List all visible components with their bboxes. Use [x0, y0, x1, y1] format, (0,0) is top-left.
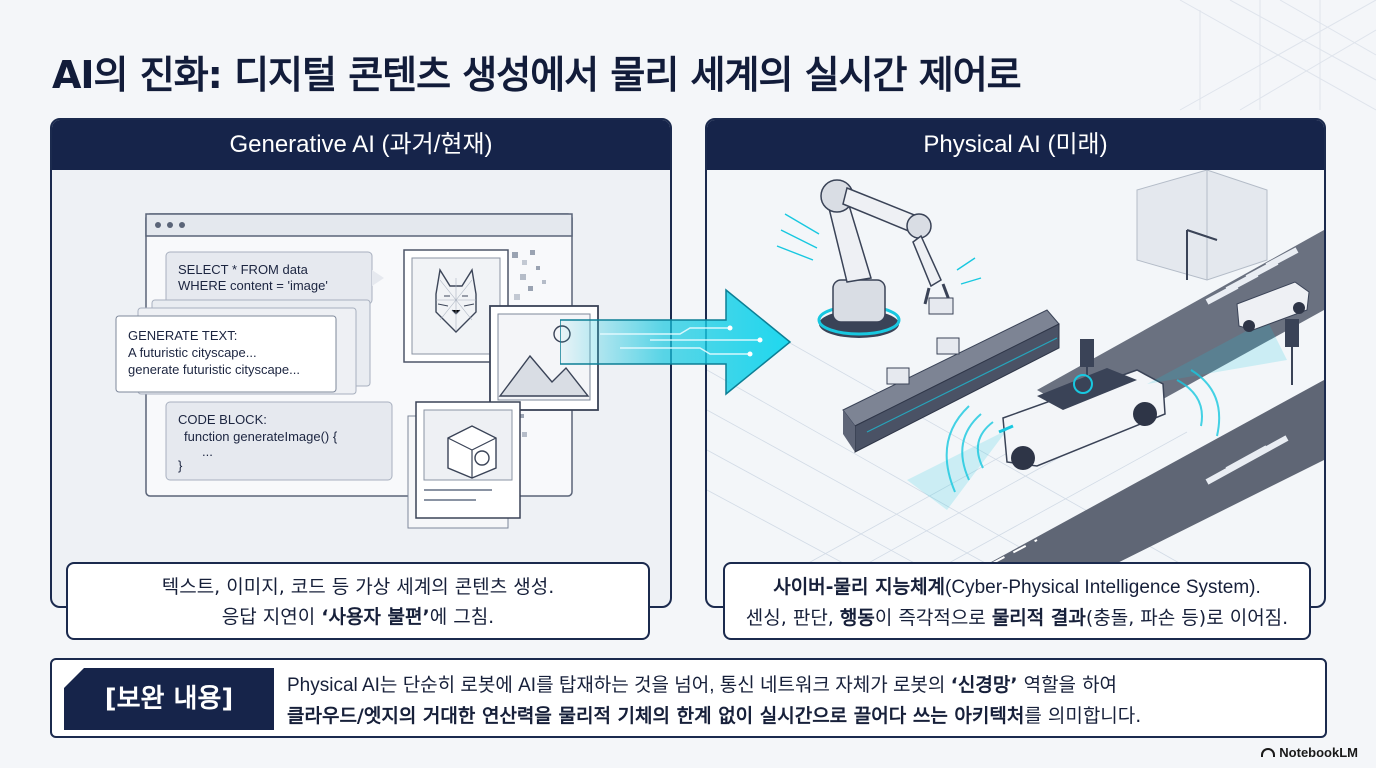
- generative-ai-svg: SELECT * FROM data WHERE content = 'imag…: [115, 213, 599, 529]
- product-box-icon: [936, 337, 960, 355]
- code-line-1: CODE BLOCK:: [178, 412, 267, 427]
- caption-text: 에 그침.: [429, 606, 495, 628]
- supplement-line-2: 클라우드/엣지의 거대한 연산력을 물리적 기체의 한계 없이 실시간으로 끌어…: [287, 701, 1305, 731]
- distant-car-icon: [1236, 281, 1310, 332]
- caption-text: (충돌, 파손 등)로 이어짐.: [1085, 607, 1289, 629]
- generate-line-2: A futuristic cityscape...: [128, 345, 257, 360]
- physical-ai-illustration: [707, 170, 1324, 606]
- generate-line-1: GENERATE TEXT:: [128, 328, 237, 343]
- generative-ai-panel: Generative AI (과거/현재) SELECT * FROM data…: [50, 118, 672, 608]
- physical-ai-caption-line-2: 센싱, 판단, 행동이 즉각적으로 물리적 결과(충돌, 파손 등)로 이어짐.: [725, 603, 1309, 633]
- floor-grid: [707, 329, 1268, 606]
- supplement-text: Physical AI는 단순히 로봇에 AI를 탑재하는 것을 넘어, 통신 …: [287, 670, 1305, 731]
- transition-arrow-icon: [560, 288, 792, 396]
- generative-ai-caption-line-1: 텍스트, 이미지, 코드 등 가상 세계의 콘텐츠 생성.: [161, 576, 555, 598]
- window-dot-icon: [167, 222, 173, 228]
- supplement-text-part: 를 의미합니다.: [1024, 705, 1142, 727]
- supplement-box: [보완 내용] Physical AI는 단순히 로봇에 AI를 탑재하는 것을…: [50, 658, 1327, 738]
- generative-ai-caption: 텍스트, 이미지, 코드 등 가상 세계의 콘텐츠 생성. 응답 지연이 ‘사용…: [66, 562, 650, 640]
- code-line-2: function generateImage() {: [184, 429, 338, 444]
- supplement-text-part: 역할을 하여: [1017, 674, 1118, 696]
- window-dot-icon: [179, 222, 185, 228]
- supplement-text-part: Physical AI는 단순히 로봇에 AI를 탑재하는 것을 넘어, 통신 …: [287, 675, 951, 696]
- sql-query-bubble: SELECT * FROM data WHERE content = 'imag…: [165, 251, 384, 305]
- sql-line-2: WHERE content = 'image': [178, 278, 328, 293]
- caption-text: 응답 지연이: [221, 606, 322, 628]
- code-block-card: CODE BLOCK: function generateImage() { .…: [165, 401, 393, 481]
- supplement-emphasis: 클라우드/엣지의 거대한 연산력을 물리적 기체의 한계 없이 실시간으로 끌어…: [287, 705, 1025, 727]
- caption-text: 이 즉각적으로: [874, 607, 992, 629]
- notebooklm-logo-icon: [1261, 748, 1276, 757]
- generative-ai-header: Generative AI (과거/현재): [52, 120, 670, 170]
- traffic-light-icon: [1080, 229, 1299, 420]
- caption-emphasis: ‘사용자 불편’: [321, 606, 430, 628]
- page-title: AI의 진화: 디지털 콘텐츠 생성에서 물리 세계의 실시간 제어로: [52, 53, 1022, 97]
- generate-text-card: GENERATE TEXT: A futuristic cityscape...…: [115, 299, 371, 395]
- supplement-tag: [보완 내용]: [64, 668, 274, 730]
- building-icon: [1136, 170, 1268, 281]
- autonomous-car-icon: [907, 320, 1287, 510]
- physical-ai-panel: Physical AI (미래): [705, 118, 1326, 608]
- sql-line-1: SELECT * FROM data: [178, 262, 309, 277]
- physical-ai-caption: 사이버-물리 지능체계(Cyber-Physical Intelligence …: [723, 562, 1311, 640]
- physical-ai-caption-line-1: 사이버-물리 지능체계(Cyber-Physical Intelligence …: [725, 572, 1309, 603]
- caption-text: (Cyber-Physical Intelligence System).: [945, 577, 1261, 598]
- code-line-4: }: [178, 458, 183, 473]
- caption-emphasis: 물리적 결과: [991, 607, 1086, 629]
- robot-arm-icon: [776, 179, 982, 338]
- brand-label: NotebookLM: [1279, 745, 1358, 760]
- box-image-icon: [407, 401, 521, 529]
- physical-ai-svg: [707, 170, 1324, 606]
- code-line-3: ...: [202, 444, 213, 459]
- mountain-image-icon: [489, 305, 599, 411]
- notebooklm-brand: NotebookLM: [1261, 745, 1358, 760]
- caption-text: 센싱, 판단,: [745, 607, 840, 629]
- window-dot-icon: [155, 222, 161, 228]
- generative-ai-caption-line-2: 응답 지연이 ‘사용자 불편’에 그침.: [68, 602, 648, 632]
- physical-ai-header: Physical AI (미래): [707, 120, 1324, 170]
- caption-emphasis: 사이버-물리 지능체계: [773, 576, 946, 598]
- conveyor-belt-icon: [842, 309, 1060, 453]
- product-box-icon: [886, 367, 910, 385]
- supplement-emphasis: ‘신경망’: [950, 674, 1018, 696]
- generative-ai-illustration: SELECT * FROM data WHERE content = 'imag…: [52, 170, 670, 606]
- generate-line-3: generate futuristic cityscape...: [128, 362, 300, 377]
- caption-emphasis: 행동: [839, 607, 875, 629]
- supplement-line-1: Physical AI는 단순히 로봇에 AI를 탑재하는 것을 넘어, 통신 …: [287, 670, 1305, 701]
